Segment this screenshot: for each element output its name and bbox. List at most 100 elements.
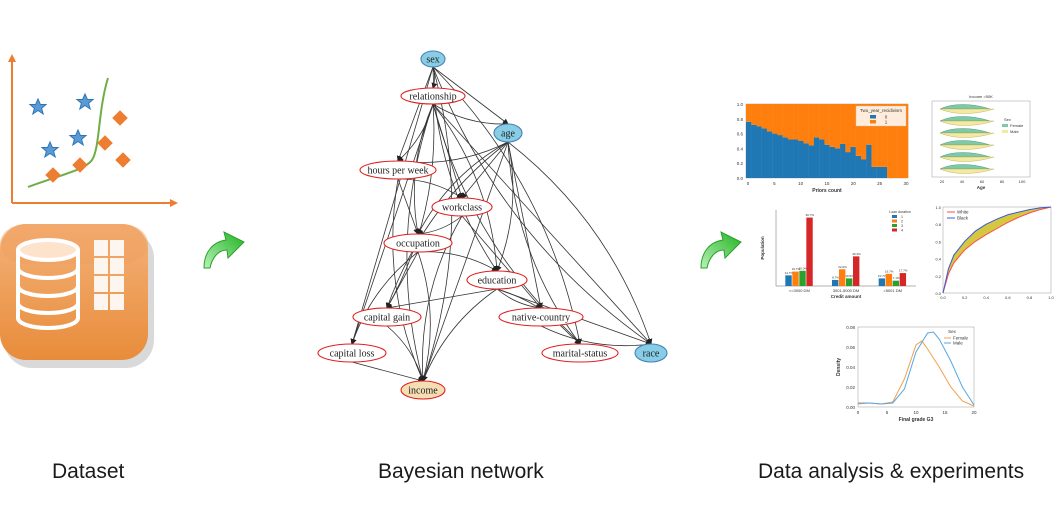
legend-swatch: [892, 215, 897, 218]
cylinder-stack: [16, 238, 80, 330]
bar-class-0: [834, 148, 841, 178]
bar-class-1: [860, 104, 867, 160]
bar-class-1: [834, 104, 841, 149]
node-label: workclass: [442, 203, 482, 214]
bar-class-0: [787, 139, 794, 178]
bar-series-1: [832, 279, 839, 286]
caption-data-analysis: Data analysis & experiments: [758, 460, 1025, 483]
x-axis-label: Priors count: [812, 188, 842, 194]
y-tick-label: 0.06: [846, 345, 855, 350]
legend-label: Black: [957, 216, 969, 221]
star-markers: [28, 92, 95, 159]
legend-label: 3: [901, 224, 903, 228]
chart-title: Income >50K: [969, 94, 993, 99]
bar-series-4: [806, 217, 813, 286]
node-ellipse: [493, 123, 523, 143]
data-label: 14.7%: [785, 271, 794, 275]
bar-class-1: [813, 104, 820, 138]
bar-class-1: [840, 104, 846, 144]
node-ellipse: [634, 343, 668, 363]
network-edge: [417, 251, 498, 272]
bar-class-0: [819, 139, 825, 178]
network-edge: [421, 66, 453, 382]
y-tick-label: 0.2: [737, 161, 744, 166]
network-edge: [507, 141, 543, 309]
node-ellipse: [359, 160, 437, 180]
node-label: race: [643, 349, 660, 360]
bar-series-2: [839, 269, 846, 286]
bar-class-1: [824, 104, 830, 145]
legend-label: Female: [1010, 123, 1024, 128]
bar-class-1: [876, 104, 883, 167]
y-axis-label: Density: [836, 358, 842, 376]
bar-class-0: [782, 137, 789, 178]
network-edge: [461, 141, 509, 199]
x-tick-label: 30: [903, 181, 909, 186]
network-edge: [392, 178, 424, 382]
x-tick-label: 80: [1000, 179, 1005, 184]
bar-class-1: [808, 104, 815, 146]
bar-class-1: [829, 104, 836, 147]
legend-label: Female: [953, 336, 969, 341]
bar-class-0: [855, 155, 862, 178]
node-ellipse: [400, 87, 466, 105]
node-education: education: [466, 270, 528, 290]
star-marker: [40, 140, 60, 159]
network-edge: [386, 251, 419, 309]
bar-series-1: [878, 278, 886, 286]
bar-class-1: [798, 104, 804, 141]
node-ellipse: [541, 343, 619, 363]
bar-class-1: [845, 104, 851, 153]
network-edge: [385, 141, 509, 309]
legend-label: White: [957, 210, 969, 215]
legend-label: 1: [901, 215, 903, 219]
x-tick-label: 15: [824, 181, 830, 186]
x-tick-label: 0.6: [1005, 295, 1011, 300]
arrow-icon-right: [700, 231, 742, 269]
y-tick-label: 0.6: [737, 132, 744, 137]
y-tick-label: 0.0: [935, 291, 941, 296]
decision-boundary-curve: [27, 77, 109, 188]
node-label: native-country: [512, 313, 570, 324]
legend-swatch: [892, 219, 897, 223]
y-tick-label: 0.8: [935, 222, 941, 227]
bar-series-3: [846, 278, 853, 286]
data-label: 8.7%: [832, 275, 839, 279]
x-tick-label: 0.4: [983, 295, 989, 300]
network-edge: [421, 141, 509, 382]
node-caploss: capital loss: [317, 343, 387, 363]
violin-male: [939, 108, 995, 114]
bar-class-0: [840, 143, 846, 178]
bar-class-0: [772, 133, 778, 178]
x-tick-label: 0.0: [940, 295, 946, 300]
network-edge: [432, 66, 509, 125]
x-tick-label: 20: [851, 181, 857, 186]
legend-label: 0: [885, 115, 888, 120]
star-marker: [68, 128, 88, 147]
violin-male: [939, 120, 995, 126]
network-edge: [419, 215, 463, 382]
node-native: native-country: [498, 307, 584, 327]
x-axis-arrowhead: [170, 199, 178, 207]
network-edge: [386, 288, 498, 311]
x-tick-label: 0: [747, 181, 750, 186]
bar-class-1: [819, 104, 825, 140]
node-label: sex: [426, 55, 439, 66]
plot-frame: [857, 326, 975, 408]
bar-class-0: [803, 143, 809, 178]
bar-class-1: [756, 104, 762, 127]
network-edge: [417, 215, 463, 237]
bar-class-1: [897, 104, 903, 178]
bar-class-1: [782, 104, 789, 138]
x-tick-label: 10: [913, 410, 919, 415]
diamond-marker: [72, 157, 88, 173]
density-male-line: [858, 331, 975, 406]
bar-class-1: [881, 104, 888, 167]
caption-dataset: Dataset: [52, 460, 125, 483]
diamond-marker: [115, 152, 131, 168]
x-tick-label: 40: [960, 179, 965, 184]
bar-class-1: [887, 104, 893, 178]
